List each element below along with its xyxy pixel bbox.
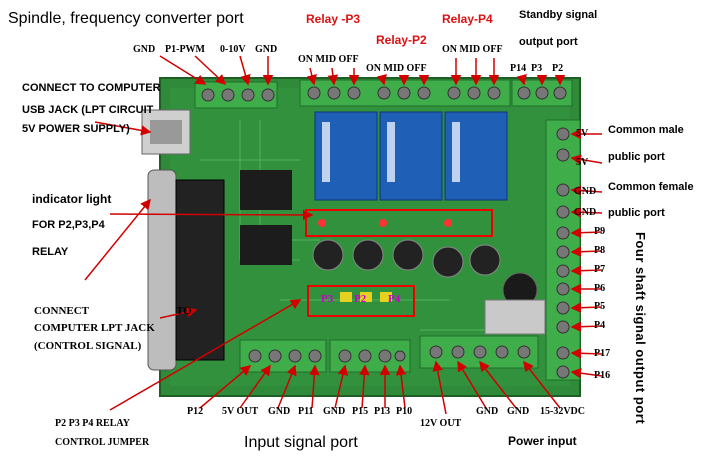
title-input-signal: Input signal port [244, 434, 358, 451]
pin-right-p17: P17 [594, 348, 611, 359]
label-on-mid-off-p4: ON MID OFF [442, 44, 503, 55]
pin-right-p4: P4 [594, 320, 606, 331]
title-spindle: Spindle, frequency converter port [8, 10, 244, 27]
label-common-male-1: Common male [608, 124, 684, 136]
heatsink [484, 299, 546, 335]
label-jumper-2: CONTROL JUMPER [55, 437, 150, 448]
pin-top-gnd2: GND [255, 44, 278, 55]
pin-right-p8: P8 [594, 245, 606, 256]
label-standby-1: Standby signal [519, 9, 598, 21]
pin-right-p7: P7 [594, 264, 606, 275]
pin-top-p3: P3 [531, 63, 543, 74]
label-lpt-to: TO [176, 305, 192, 317]
label-indicator-3: RELAY [32, 246, 69, 258]
pin-right-p5: P5 [594, 301, 606, 312]
bottom-terminal-blocks [239, 335, 539, 373]
pin-right-p6: P6 [594, 283, 606, 294]
label-four-shaft: Four shaft signal output port [633, 232, 648, 425]
pin-bottom-p11: P11 [298, 406, 314, 417]
pin-bottom-p15: P15 [352, 406, 369, 417]
label-lpt-2: COMPUTER LPT JACK [34, 322, 155, 334]
indicator-highlight [305, 209, 493, 237]
label-indicator-2: FOR P2,P3,P4 [32, 219, 105, 231]
pin-bottom-gnd3: GND [476, 406, 499, 417]
label-relay-p2: Relay-P2 [376, 33, 427, 47]
label-usb-2: USB JACK (LPT CIRCUIT [22, 104, 154, 116]
label-lpt-1: CONNECT [34, 305, 90, 317]
label-indicator-1: indicator light [32, 192, 112, 206]
pin-bottom-p12: P12 [187, 406, 204, 417]
top-terminal-spindle [194, 81, 278, 109]
pin-top-p2: P2 [552, 63, 564, 74]
pin-bottom-12v-out: 12V OUT [420, 418, 462, 429]
label-usb-3: 5V POWER SUPPLY) [22, 123, 130, 135]
capacitors [312, 239, 538, 308]
jumper-p4: P4 [388, 293, 401, 305]
pin-top-p14: P14 [510, 63, 527, 74]
title-power-input: Power input [508, 434, 577, 448]
jumper-p3: P3 [321, 293, 334, 305]
pin-right-gnd-b: GND [574, 207, 597, 218]
top-terminal-relays [299, 79, 573, 107]
pin-bottom-p10: P10 [396, 406, 413, 417]
label-on-mid-off-p3: ON MID OFF [298, 54, 359, 65]
label-common-female-1: Common female [608, 181, 694, 193]
label-lpt-3: (CONTROL SIGNAL) [34, 340, 142, 352]
pin-top-p1pwm: P1-PWM [165, 44, 205, 55]
pin-right-5v-b: 5V [576, 157, 589, 168]
pin-right-5v-a: 5V [576, 128, 589, 139]
label-standby-2: output port [519, 36, 578, 48]
pin-right-p9: P9 [594, 226, 606, 237]
pin-bottom-p13: P13 [374, 406, 391, 417]
pin-right-p16: P16 [594, 370, 611, 381]
label-usb-1: CONNECT TO COMPUTER [22, 82, 161, 94]
callout-arrows [84, 55, 603, 415]
db25-connector [147, 169, 177, 371]
pin-top-gnd: GND [133, 44, 156, 55]
pin-bottom-15-32vdc: 15-32VDC [540, 406, 585, 417]
label-on-mid-off-p2: ON MID OFF [366, 63, 427, 74]
jumper-p2: P2 [354, 293, 367, 305]
pin-bottom-gnd4: GND [507, 406, 530, 417]
label-common-female-2: public port [608, 207, 665, 219]
label-relay-p3: Relay -P3 [306, 12, 361, 26]
label-relay-p4: Relay-P4 [442, 12, 493, 26]
pin-bottom-gnd1: GND [268, 406, 291, 417]
pin-bottom-gnd2: GND [323, 406, 346, 417]
pin-right-gnd-a: GND [574, 186, 597, 197]
pin-top-0-10v: 0-10V [220, 44, 246, 55]
label-common-male-2: public port [608, 151, 665, 163]
pin-bottom-5v-out: 5V OUT [222, 406, 259, 417]
label-jumper-1: P2 P3 P4 RELAY [55, 418, 130, 429]
jumper-highlight [307, 285, 415, 317]
relay-blocks [314, 111, 508, 201]
